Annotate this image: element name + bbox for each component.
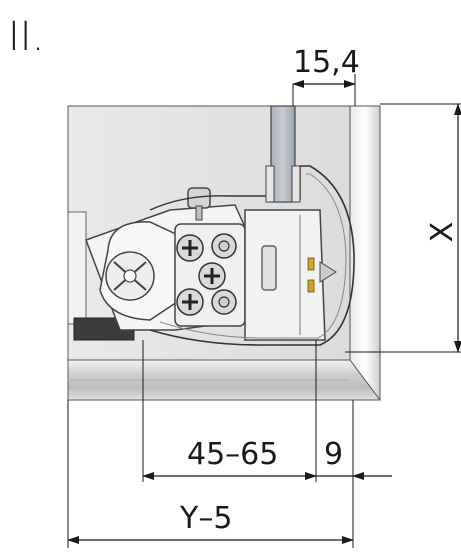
screw-icon (198, 262, 226, 290)
dimension-top-offset: 15,4 (292, 45, 360, 88)
screw-icon (211, 233, 237, 259)
screw-icon (211, 289, 237, 315)
dimension-height-label: X (425, 222, 460, 243)
dimension-height: X (425, 103, 461, 353)
door-profile (149, 165, 355, 346)
frame-post (265, 105, 301, 203)
section-label: II. (8, 14, 44, 60)
dimension-width-label: Y–5 (179, 501, 232, 536)
dimension-gap-label: 9 (324, 437, 343, 472)
screw-icon (176, 288, 204, 316)
mounting-plate (174, 223, 246, 327)
dimension-top-offset-label: 15,4 (293, 45, 360, 80)
dimension-width: Y–5 (67, 501, 354, 544)
dimension-range-label: 45–65 (187, 437, 278, 472)
screw-icon (176, 234, 204, 262)
hinge-arm (99, 221, 181, 321)
adjustment-screw (187, 187, 211, 221)
hinge-housing (244, 209, 337, 341)
dimension-range: 45–65 (142, 437, 317, 480)
dimension-gap: 9 (316, 437, 392, 480)
